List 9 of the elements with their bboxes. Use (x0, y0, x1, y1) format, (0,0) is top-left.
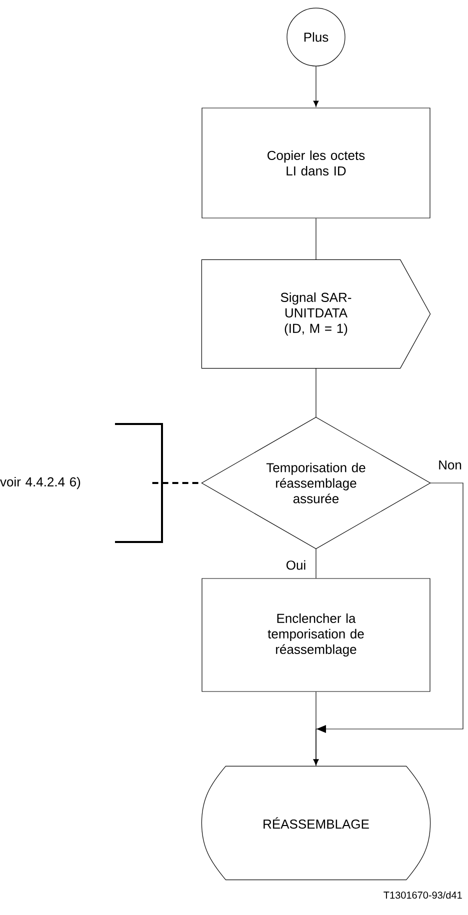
connector (313, 692, 319, 766)
comment-text: voir 4.4.2.4 6) (0, 423, 163, 543)
figure-code: T1301670-93/d41 (384, 891, 462, 899)
signal-box: Signal SAR-UNITDATA (ID, M = 1) (201, 259, 431, 369)
edge-label: Oui (286, 560, 306, 570)
edge-label: Non (439, 460, 462, 470)
connector (313, 66, 319, 107)
process-box: Enclencher la temporisation de réassemblage (202, 578, 430, 692)
process-box: Copier les octets LI dans ID (202, 108, 430, 218)
